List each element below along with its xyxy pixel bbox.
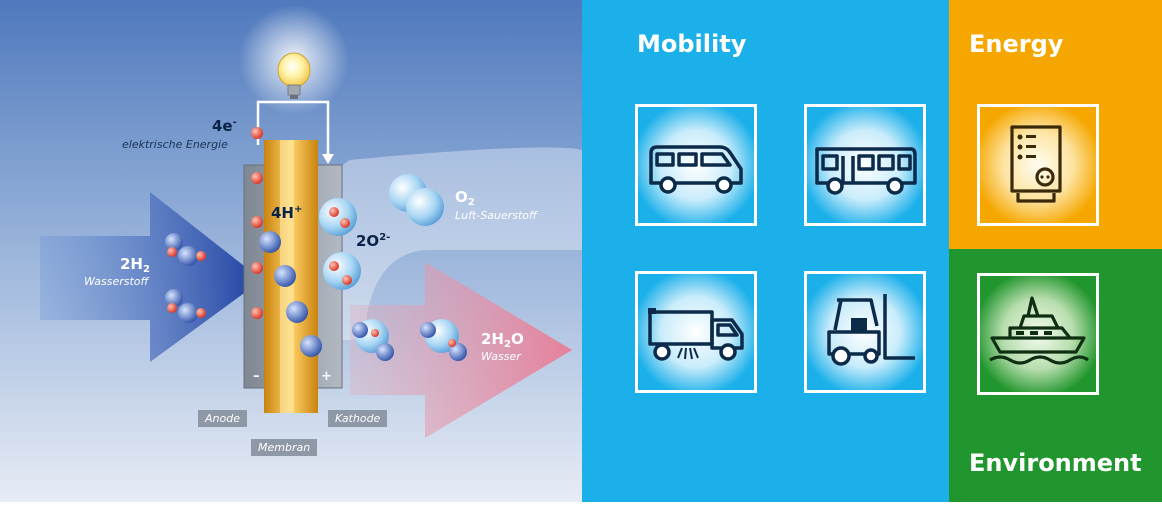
water-caption: Wasser — [481, 350, 521, 363]
mobility-heading: Mobility — [637, 30, 747, 58]
protons-label: 4H+ — [271, 204, 303, 222]
hydrogen-label: 2H2 — [120, 255, 150, 275]
fuel-cell-illustration — [0, 0, 582, 502]
mobility-tile-van[interactable] — [635, 104, 757, 226]
environment-heading: Environment — [969, 449, 1142, 477]
energy-heading: Energy — [969, 30, 1064, 58]
anode-label: Anode — [198, 410, 247, 427]
forklift-icon — [807, 274, 923, 390]
cathode-label: Kathode — [328, 410, 388, 427]
van-icon — [638, 107, 754, 223]
air-oxygen-caption: Luft-Sauerstoff — [455, 209, 537, 222]
electrical-energy-caption: elektrische Energie — [122, 138, 228, 151]
water-label: 2H2O — [481, 330, 524, 350]
environment-section: Environment — [949, 249, 1162, 502]
boat-icon — [980, 276, 1096, 392]
hydrogen-caption: Wasserstoff — [84, 275, 149, 288]
mobility-section: Mobility — [582, 0, 949, 502]
mobility-tile-street-sweeper[interactable] — [635, 271, 757, 393]
membrane-label: Membran — [251, 439, 318, 456]
energy-tile-power-unit[interactable] — [977, 104, 1099, 226]
mobility-tile-forklift[interactable] — [804, 271, 926, 393]
environment-tile-boat[interactable] — [977, 273, 1099, 395]
anode-sign: – — [253, 369, 260, 384]
fuel-cell-diagram: 4e- elektrische Energie 4H+ 2O2- O2 Luft… — [0, 0, 582, 502]
bus-icon — [807, 107, 923, 223]
street-sweeper-icon — [638, 274, 754, 390]
oxygen-label: O2 — [455, 188, 475, 208]
cathode-sign: + — [321, 369, 332, 384]
electrons-label: 4e- — [212, 117, 237, 135]
mobility-tile-bus[interactable] — [804, 104, 926, 226]
oxide-ions-label: 2O2- — [356, 232, 391, 250]
energy-section: Energy — [949, 0, 1162, 249]
power-unit-icon — [980, 107, 1096, 223]
